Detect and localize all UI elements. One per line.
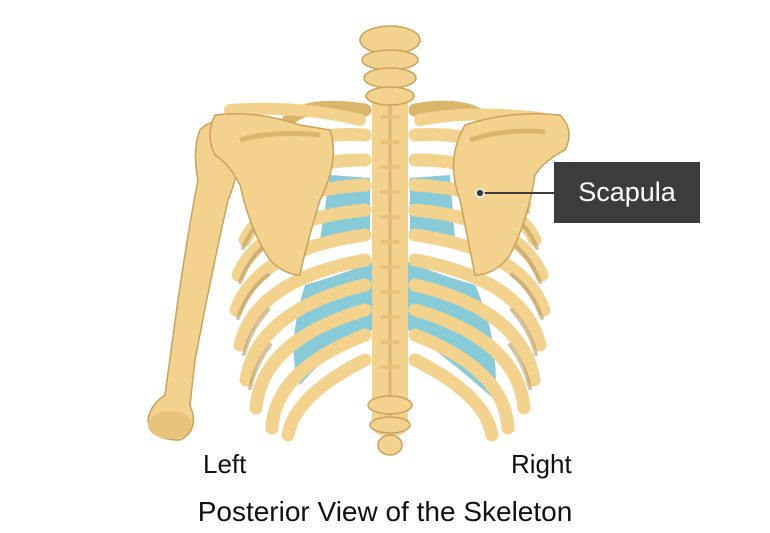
scapula-label-text: Scapula [578,177,676,207]
left-scapula [209,113,335,276]
callout-marker-dot [475,188,485,198]
left-humerus [147,120,240,441]
vertebral-column [359,25,421,456]
figure-caption: Posterior View of the Skeleton [197,496,573,527]
scapula-callout-label: Scapula [554,162,700,223]
right-scapula [452,113,570,276]
scapula-callout-pointer [475,188,554,198]
side-label-right: Right [511,449,572,479]
side-label-left: Left [203,449,247,479]
